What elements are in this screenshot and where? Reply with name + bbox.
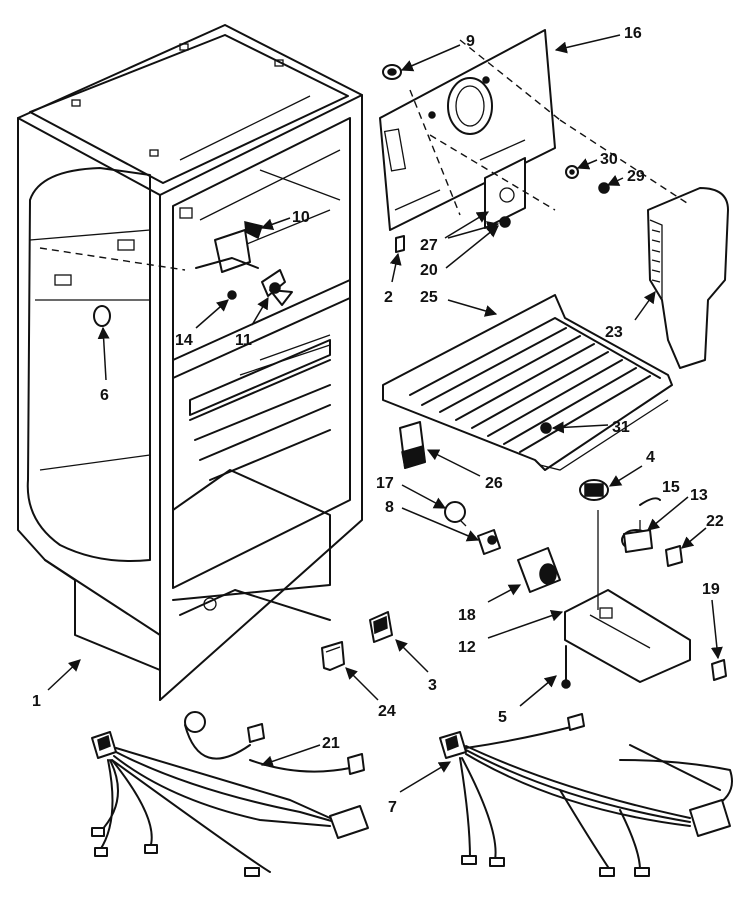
callout-27: 27: [420, 237, 438, 254]
callout-26: 26: [485, 475, 503, 492]
screw-14: [227, 290, 237, 300]
callout-6: 6: [100, 387, 109, 404]
callout-4: 4: [646, 449, 655, 466]
callout-25: 25: [420, 289, 438, 306]
evaporator-25: [382, 294, 673, 471]
callout-9: 9: [466, 33, 475, 50]
switch-3: [369, 611, 393, 643]
wire-15: [639, 497, 661, 506]
callout-19: 19: [702, 581, 720, 598]
defrost-bracket-26: [399, 421, 426, 469]
screw-20: [499, 216, 511, 228]
callout-8: 8: [385, 499, 394, 516]
callout-18: 18: [458, 607, 476, 624]
screw-5: [561, 645, 571, 689]
nut-30: [565, 165, 579, 179]
callout-11: 11: [235, 332, 252, 349]
air-duct-23: [647, 187, 729, 369]
thermostat-4: [579, 479, 609, 501]
grommet-9: [382, 64, 402, 80]
callout-21: 21: [322, 735, 340, 752]
callout-15: 15: [662, 479, 680, 496]
evap-cover-16: [379, 29, 556, 231]
fan-blade-11: [261, 269, 293, 306]
callout-1: 1: [32, 693, 41, 710]
callout-23: 23: [605, 324, 623, 341]
callout-17: 17: [376, 475, 394, 492]
screw-31: [540, 422, 552, 434]
screw-29: [598, 182, 610, 194]
callout-2: 2: [384, 289, 393, 306]
callout-13: 13: [690, 487, 708, 504]
liner-cabinet: [17, 24, 363, 701]
callout-12: 12: [458, 639, 476, 656]
defrost-timer-13: [621, 520, 653, 553]
callout-22: 22: [706, 513, 724, 530]
wire-harness-7: [439, 713, 733, 877]
reference-lines: [39, 39, 691, 271]
light-housing-18: [517, 547, 561, 593]
callout-3: 3: [428, 677, 437, 694]
callout-31: 31: [612, 419, 630, 436]
callouts: 9 16 10 30 29 27 20 2 25 23 14 11: [32, 25, 724, 816]
callout-20: 20: [420, 262, 438, 279]
wire-harness-21: [91, 711, 369, 877]
control-housing-12: [564, 510, 691, 683]
callout-30: 30: [600, 151, 618, 168]
callout-7: 7: [388, 799, 397, 816]
callout-29: 29: [627, 168, 645, 185]
plug-6: [93, 305, 111, 327]
callout-24: 24: [378, 703, 396, 720]
callout-14: 14: [175, 332, 193, 349]
evap-fan-motor-10: [195, 221, 263, 273]
callout-10: 10: [292, 209, 310, 226]
callout-16: 16: [624, 25, 642, 42]
light-bulb-17: [444, 501, 467, 527]
light-socket-8: [477, 529, 501, 555]
switch-24: [321, 641, 345, 671]
clip-2: [395, 235, 405, 253]
connector-19: [711, 659, 727, 681]
connector-22: [665, 545, 683, 567]
callout-5: 5: [498, 709, 507, 726]
